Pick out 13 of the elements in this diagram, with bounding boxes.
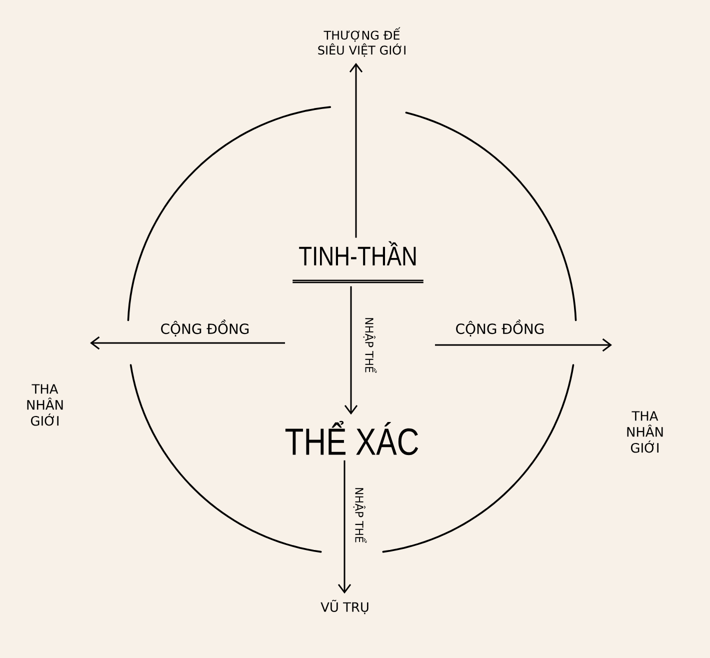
heading: TINH-THẦN [292,241,424,284]
top-heading: THƯỢNG ĐẾ SIÊU VIỆT GIỚI [318,27,406,57]
edge-label: NHẬP THỂ [353,488,367,543]
heading: THỂ XÁC [285,420,418,456]
arrow-label: CỘNG ĐỒNG [161,320,249,336]
arrow [338,460,352,594]
edge-label: NHẬP THỂ [363,318,377,373]
bottom-heading: VŨ TRỤ [320,600,368,614]
arrow [349,62,363,238]
side-heading: THA NHÂN GIỚI [27,384,63,426]
arrow [344,286,358,415]
side-heading: THA NHÂN GIỚI [627,411,663,453]
arrow-label: CỘNG ĐỒNG [456,320,544,336]
